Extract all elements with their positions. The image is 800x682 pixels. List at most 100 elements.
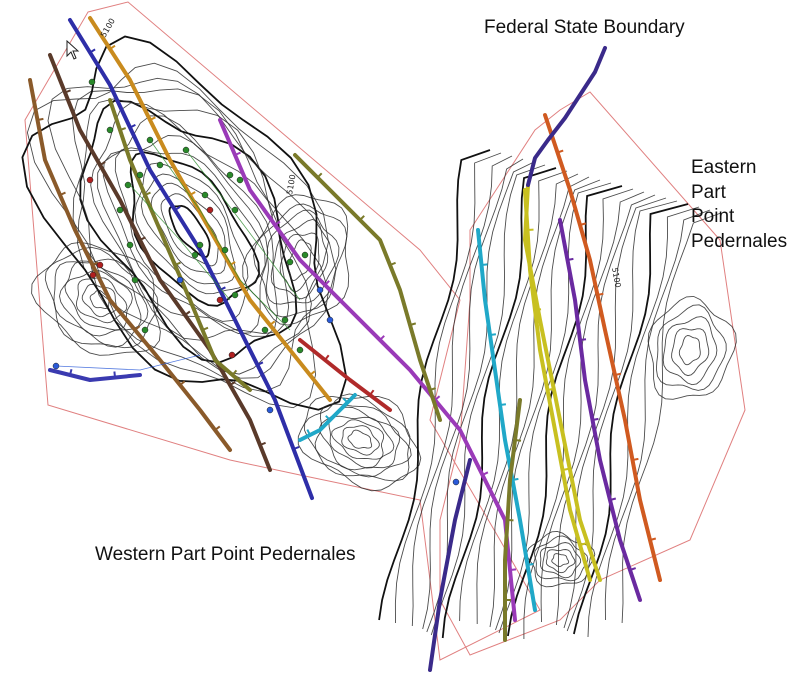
fault-tick xyxy=(144,191,151,196)
contour-line xyxy=(587,206,700,638)
contour-line xyxy=(270,219,329,300)
fault-tick xyxy=(92,261,99,266)
contour-line xyxy=(297,396,422,492)
fault-tick xyxy=(325,415,331,421)
contour-line xyxy=(114,147,266,322)
fault-tick xyxy=(489,333,497,336)
well-marker xyxy=(96,261,104,269)
well-marker xyxy=(261,326,269,334)
fault-tick xyxy=(614,372,622,376)
contour-line xyxy=(422,158,524,630)
contour-line xyxy=(287,239,312,282)
fault-tick xyxy=(293,445,300,450)
well-marker xyxy=(296,346,304,354)
contour-line xyxy=(426,161,535,633)
fault-tick xyxy=(99,161,106,166)
well-marker xyxy=(176,276,184,284)
fault-tick xyxy=(59,191,66,196)
well-marker xyxy=(201,191,209,199)
fault-tick xyxy=(434,395,441,401)
contour-line xyxy=(253,203,348,318)
contour-line xyxy=(134,162,249,295)
contour-line xyxy=(563,197,667,629)
well-marker xyxy=(106,126,114,134)
federal-state-boundary-label: Federal State Boundary xyxy=(484,17,685,38)
well-marker xyxy=(206,206,214,214)
fault-tick xyxy=(649,537,657,541)
fault-tick xyxy=(149,116,156,121)
well-marker xyxy=(89,271,97,279)
contour-line xyxy=(573,203,689,635)
well-marker xyxy=(236,176,244,184)
contour-line xyxy=(671,328,710,377)
contour-line xyxy=(539,542,582,579)
west-block-boundary xyxy=(24,1,541,661)
fault-tick xyxy=(499,403,507,406)
fault-tick xyxy=(509,568,517,571)
fault-tick xyxy=(557,149,564,154)
fault-line xyxy=(68,18,314,500)
fault-line xyxy=(48,53,272,472)
fault-tick xyxy=(189,191,196,196)
fault-tick xyxy=(592,417,599,421)
fault-tick xyxy=(174,205,181,211)
fault-tick xyxy=(514,439,522,442)
fault-tick xyxy=(481,263,488,266)
contour-label: 5100 xyxy=(99,17,117,39)
contour-line xyxy=(411,155,513,627)
contour-line xyxy=(341,425,380,456)
well-path xyxy=(55,354,201,371)
well-marker xyxy=(86,176,94,184)
fault-tick xyxy=(579,338,587,341)
well-marker xyxy=(231,291,239,299)
contour-line xyxy=(555,194,656,626)
contour-line xyxy=(81,283,117,318)
fault-tick xyxy=(119,127,127,131)
pointer-arrow-icon xyxy=(66,40,80,60)
fault-tick xyxy=(324,354,330,361)
fault-tick xyxy=(369,389,375,396)
well-marker xyxy=(196,241,204,249)
contour-line xyxy=(279,232,320,292)
contour-line xyxy=(97,115,278,337)
contour-line xyxy=(53,258,149,348)
fault-tick xyxy=(316,172,323,179)
fault-tick xyxy=(214,425,221,431)
contour-line xyxy=(523,188,634,639)
well-marker xyxy=(124,181,132,189)
contour-line xyxy=(495,179,601,631)
fault-tick xyxy=(567,257,574,261)
contour-line xyxy=(266,209,340,305)
fault-tick xyxy=(579,542,587,546)
well-marker xyxy=(452,478,460,486)
contour-line xyxy=(21,35,348,411)
fault-tick xyxy=(269,320,276,326)
contour-label: 5100 xyxy=(285,174,297,196)
well-marker xyxy=(286,258,294,266)
fault-line xyxy=(298,338,392,412)
fault-tick xyxy=(274,220,281,226)
fault-tick xyxy=(64,89,71,94)
contour-line xyxy=(551,553,570,568)
well-path xyxy=(185,149,301,301)
western-part-label: Western Part Point Pedernales xyxy=(95,544,356,565)
contour-line xyxy=(378,149,491,621)
fault-tick xyxy=(609,497,617,501)
contour-line xyxy=(90,102,290,341)
eastern-part-label: Eastern Part Point Pedernales xyxy=(691,156,787,254)
fault-tick xyxy=(562,467,569,471)
contour-line xyxy=(79,99,298,364)
contour-line xyxy=(31,241,161,356)
fault-tick xyxy=(579,222,587,226)
fault-tick xyxy=(512,477,519,481)
fault-line xyxy=(88,16,332,402)
fault-tick xyxy=(179,380,186,386)
contour-line xyxy=(59,260,142,337)
fault-tick xyxy=(129,123,136,129)
eastern-part-label-line: Part xyxy=(691,181,726,203)
well-marker xyxy=(136,171,144,179)
fault-line xyxy=(543,113,662,582)
fault-tick xyxy=(174,261,181,266)
fault-tick xyxy=(527,563,534,566)
well-marker xyxy=(281,316,289,324)
